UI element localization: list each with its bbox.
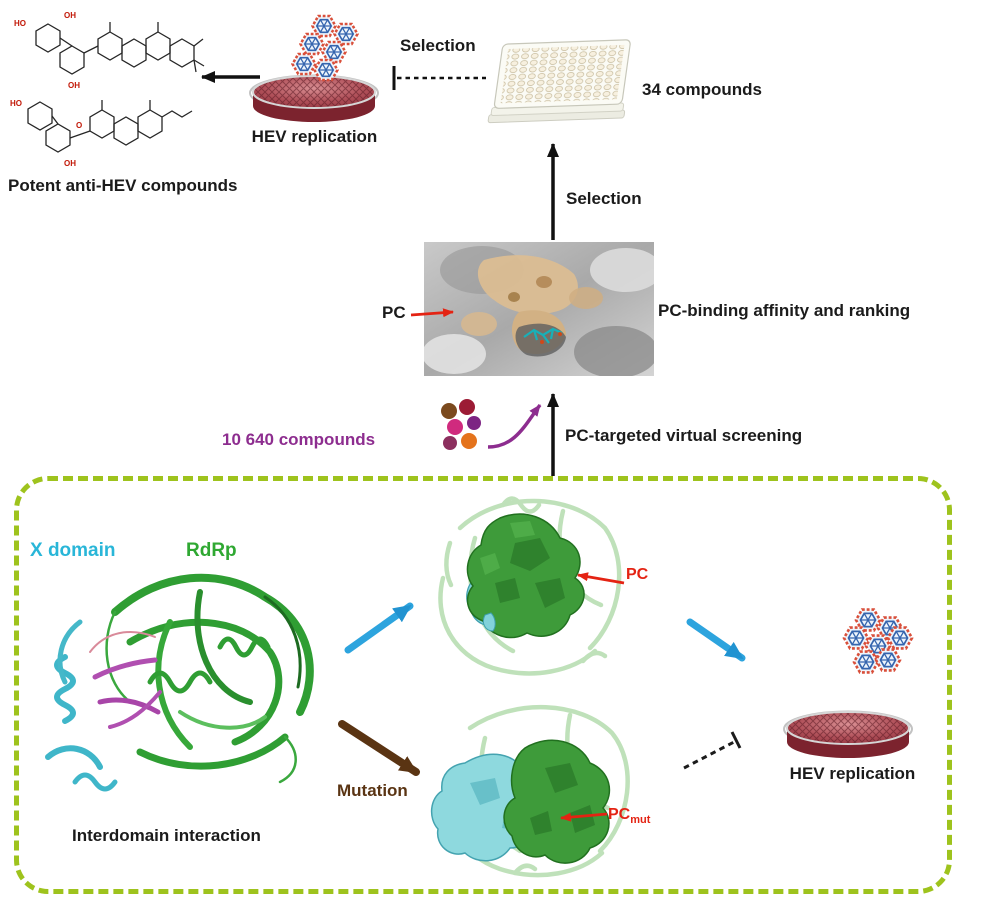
screening-label: PC-targeted virtual screening bbox=[565, 426, 803, 445]
petri-dish-top-icon bbox=[249, 14, 379, 123]
pc-arrow-icon bbox=[577, 572, 625, 585]
mutation-arrow-icon bbox=[338, 720, 420, 776]
blue-arrow-up-icon bbox=[344, 602, 414, 654]
petri-dish-bottom-icon bbox=[783, 608, 914, 759]
chemical-structures-icon: HO OH OH HO OH O bbox=[10, 11, 205, 168]
x-domain-label: X domain bbox=[30, 540, 116, 561]
inhibition-line-bottom-icon bbox=[683, 731, 742, 770]
compound-library-dots-icon bbox=[441, 399, 481, 450]
workflow-box-border bbox=[14, 476, 952, 894]
inhibition-line-top-icon bbox=[392, 66, 486, 90]
selection-top-label: Selection bbox=[400, 36, 476, 55]
hev-replication-top-label: HEV replication bbox=[251, 127, 378, 146]
library-count-label: 10 640 compounds bbox=[222, 430, 376, 449]
interdomain-label: Interdomain interaction bbox=[72, 826, 261, 845]
ligand-sticks-icon bbox=[523, 327, 563, 344]
protein-surface-docking-icon bbox=[424, 242, 654, 376]
arrow-up-screening-icon bbox=[547, 393, 559, 476]
pc-pointer-arrow-icon bbox=[410, 308, 454, 318]
chemical-structure-2 bbox=[27, 100, 193, 153]
pc-mut-base: PC bbox=[608, 806, 631, 823]
protein-complex-icon bbox=[45, 573, 314, 792]
pc-pointer-label: PC bbox=[382, 303, 406, 322]
arrow-left-icon bbox=[201, 71, 260, 83]
rdrp-label: RdRp bbox=[186, 540, 237, 561]
pc-mut-label: PCmut bbox=[608, 806, 650, 826]
atom-label: OH bbox=[68, 81, 80, 90]
atom-label: HO bbox=[14, 19, 26, 28]
protein-pcmut-icon bbox=[430, 704, 630, 878]
ranking-label: PC-binding affinity and ranking bbox=[658, 301, 911, 320]
virus-particles-icon bbox=[842, 608, 914, 674]
pc-mut-arrow-icon bbox=[560, 812, 608, 822]
protein-pc-icon bbox=[438, 496, 622, 676]
chemical-structure-1 bbox=[35, 22, 205, 75]
atom-label: HO bbox=[10, 99, 22, 108]
mutation-label: Mutation bbox=[337, 781, 408, 800]
atom-label: O bbox=[76, 121, 82, 130]
arrow-up-selection-icon bbox=[547, 143, 559, 240]
purple-curved-arrow-icon bbox=[487, 403, 542, 449]
virus-particles-icon bbox=[291, 14, 359, 82]
potent-compounds-label: Potent anti-HEV compounds bbox=[8, 176, 238, 195]
well-plate-icon bbox=[487, 39, 631, 124]
hev-replication-bottom-label: HEV replication bbox=[789, 764, 916, 783]
compounds-count-label: 34 compounds bbox=[642, 80, 762, 99]
selection-mid-label: Selection bbox=[566, 189, 642, 208]
pc-wild-label: PC bbox=[626, 566, 649, 583]
pc-mut-subscript: mut bbox=[630, 814, 651, 826]
blue-arrow-down-icon bbox=[686, 618, 746, 662]
atom-label: OH bbox=[64, 11, 76, 20]
atom-label: OH bbox=[64, 159, 76, 168]
